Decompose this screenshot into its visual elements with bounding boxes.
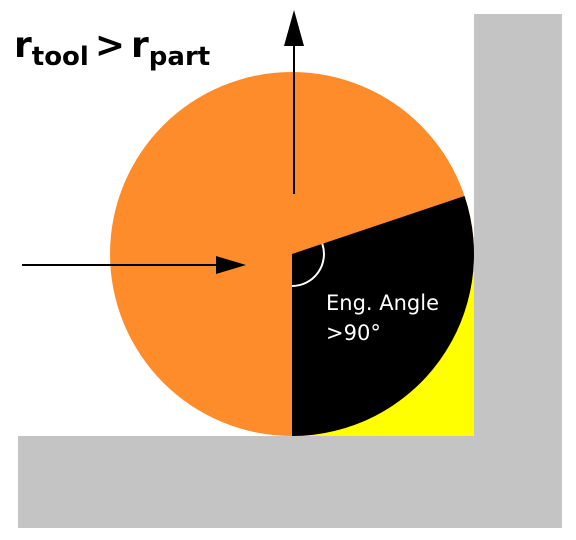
title-operator: > — [94, 25, 126, 66]
contact-edge — [300, 255, 474, 436]
part-floor — [18, 436, 562, 528]
engagement-sector — [292, 196, 474, 436]
radius-comparison-title: rtool>rpart — [14, 25, 210, 71]
title-r-tool: r — [14, 25, 32, 66]
angle-label-line2: >90° — [326, 321, 381, 345]
title-sub-part: part — [148, 42, 211, 72]
title-sub-tool: tool — [31, 42, 89, 72]
vertical-arrow-head — [284, 10, 304, 46]
engagement-angle-label: Eng. Angle >90° — [326, 288, 439, 348]
part-vertical-wall — [474, 14, 562, 528]
engagement-angle-arc — [291, 243, 325, 287]
angle-label-line1: Eng. Angle — [326, 291, 440, 315]
horizontal-arrow-head — [216, 256, 246, 274]
title-r-part: r — [131, 25, 149, 66]
